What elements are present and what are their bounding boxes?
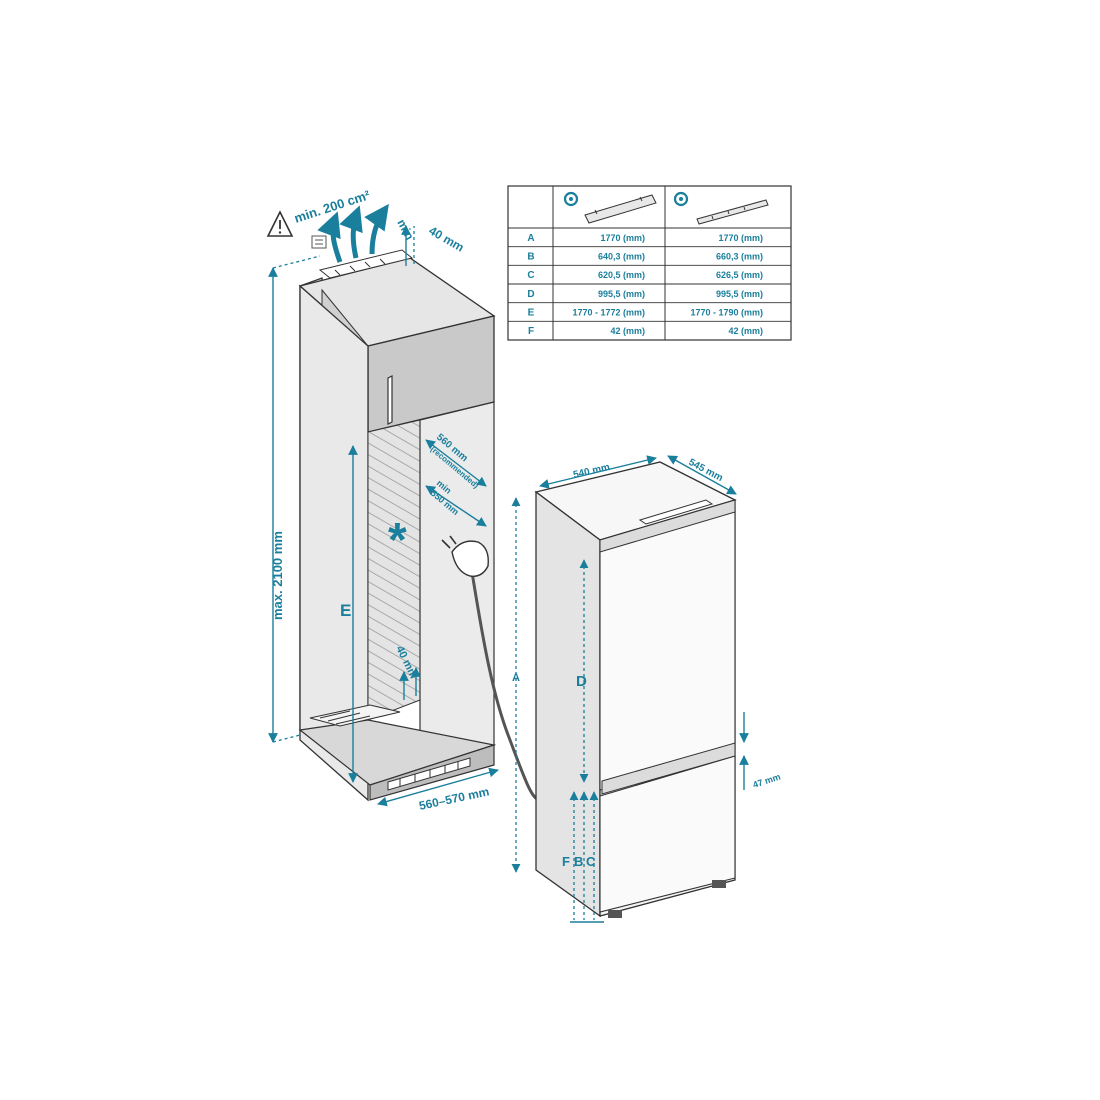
table-cell-variant-1: 1770 (mm) bbox=[600, 233, 645, 243]
variant-badge-dot bbox=[679, 197, 683, 201]
table-rows: A 1770 (mm) 1770 (mm) B 640,3 (mm) 660,3 (mm)… bbox=[508, 233, 791, 337]
niche-width-label: 560–570 mm bbox=[418, 784, 491, 813]
table-row-key: D bbox=[527, 289, 534, 300]
airflow-arrow-icon bbox=[317, 211, 343, 263]
table-cell-variant-2: 1770 - 1790 (mm) bbox=[690, 308, 763, 318]
top-gap-value-label: 40 mm bbox=[427, 223, 467, 254]
dimension-b-label: B bbox=[574, 854, 583, 869]
table-row-key: B bbox=[527, 252, 534, 263]
table-row-key: E bbox=[528, 308, 535, 319]
table-header-col1 bbox=[563, 191, 657, 224]
dimension-c-label: C bbox=[586, 854, 596, 869]
warning-triangle-icon bbox=[266, 210, 294, 237]
table-cell-variant-1: 42 (mm) bbox=[610, 326, 645, 336]
recommended-depth-dimension bbox=[425, 439, 487, 487]
table-cell-variant-1: 995,5 (mm) bbox=[598, 289, 645, 299]
kitchen-cabinet-niche bbox=[298, 249, 541, 802]
max-height-label: max. 2100 mm bbox=[270, 531, 285, 620]
fridge-top-rail bbox=[599, 499, 736, 553]
table-row-key: F bbox=[528, 326, 534, 337]
vent-grille-icon bbox=[311, 235, 327, 249]
min-depth-dimension bbox=[425, 485, 487, 527]
table-row-key: C bbox=[527, 270, 534, 281]
built-in-fridge bbox=[534, 461, 737, 918]
niche-width-dimension bbox=[377, 767, 499, 807]
dimension-e-label: E bbox=[340, 601, 351, 620]
dimension-d-label: D bbox=[576, 673, 587, 690]
door-gap-label: 47 mm bbox=[752, 772, 782, 790]
fridge-width-dimension bbox=[539, 455, 657, 489]
top-hinge-bracket-icon bbox=[638, 499, 714, 525]
spec-table: A 1770 (mm) 1770 (mm) B 640,3 (mm) 660,3 (mm)… bbox=[507, 185, 792, 341]
fridge-depth-dimension bbox=[667, 455, 737, 495]
dimension-a-label: A bbox=[512, 672, 520, 684]
fridge-upper-door bbox=[599, 509, 736, 791]
extension-line bbox=[272, 255, 321, 269]
door-hinge-bracket-icon bbox=[584, 194, 657, 224]
variant-badge-dot bbox=[569, 197, 573, 201]
fridge-middle-rail bbox=[601, 742, 736, 795]
table-cell-variant-1: 1770 - 1772 (mm) bbox=[572, 308, 645, 318]
airflow-arrow-icon bbox=[364, 203, 389, 255]
dimension-lines bbox=[268, 225, 749, 923]
upper-door-handle bbox=[387, 375, 393, 425]
variant-badge-icon bbox=[563, 191, 579, 207]
table-cell-variant-1: 620,5 (mm) bbox=[598, 270, 645, 280]
table-cell-variant-2: 626,5 (mm) bbox=[716, 270, 763, 280]
airflow-arrows bbox=[317, 203, 389, 263]
sliding-rail-icon bbox=[696, 199, 769, 225]
table-cell-variant-2: 42 (mm) bbox=[728, 326, 763, 336]
fridge-foot bbox=[712, 880, 726, 888]
table-header-col2 bbox=[673, 191, 769, 225]
dimension-f-label: F bbox=[562, 854, 570, 869]
power-plug-icon bbox=[441, 535, 489, 577]
table-row-key: A bbox=[527, 233, 534, 244]
power-cable bbox=[468, 559, 541, 802]
table-cell-variant-1: 640,3 (mm) bbox=[598, 252, 645, 262]
table-cell-variant-2: 995,5 (mm) bbox=[716, 289, 763, 299]
extension-line bbox=[272, 734, 301, 743]
airflow-arrow-icon bbox=[339, 205, 363, 259]
variant-badge-icon bbox=[673, 191, 689, 207]
fridge-side bbox=[535, 490, 601, 918]
fridge-foot bbox=[608, 910, 622, 918]
table-cell-variant-2: 1770 (mm) bbox=[718, 233, 763, 243]
table-cell-variant-2: 660,3 (mm) bbox=[716, 252, 763, 262]
top-vent-grille-icon bbox=[318, 249, 414, 279]
cooling-asterisk-icon: * bbox=[388, 514, 407, 567]
